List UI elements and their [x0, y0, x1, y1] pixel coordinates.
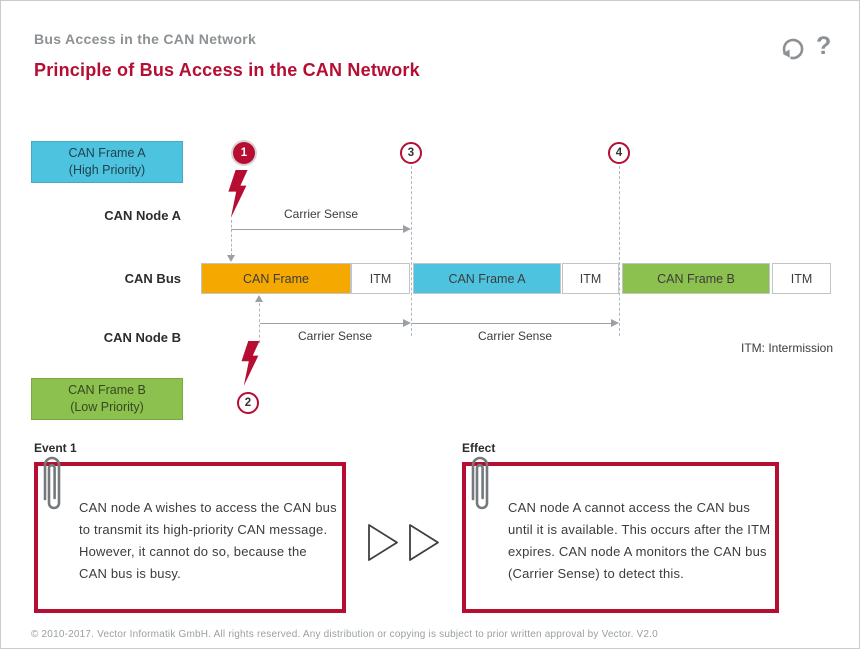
help-icon[interactable]: ?	[816, 32, 832, 60]
breadcrumb: Bus Access in the CAN Network	[34, 31, 257, 47]
arrowhead-up-icon	[255, 295, 263, 302]
guide-line-marker-3	[411, 166, 412, 336]
effect-callout-box	[462, 462, 779, 613]
page-title: Principle of Bus Access in the CAN Netwo…	[34, 60, 420, 80]
carrier-sense-label-a: Carrier Sense	[283, 207, 359, 221]
carrier-sense-line-b2	[412, 323, 612, 324]
event-callout-text: CAN node A wishes to access the CAN bus …	[79, 500, 337, 581]
marker-4[interactable]: 4	[608, 142, 630, 164]
lightning-bolt-node-a	[228, 170, 248, 218]
legend-b-line1: CAN Frame B	[68, 383, 146, 397]
bus-segment-can-frame-a: CAN Frame A	[413, 263, 561, 294]
effect-heading: Effect	[462, 441, 496, 455]
carrier-sense-label-b1: Carrier Sense	[297, 329, 373, 343]
paperclip-icon	[43, 456, 61, 510]
copyright-footer: © 2010-2017. Vector Informatik GmbH. All…	[31, 629, 658, 640]
marker-2[interactable]: 2	[237, 392, 259, 414]
effect-callout-text: CAN node A cannot access the CAN bus unt…	[508, 500, 771, 581]
carrier-sense-line-a	[231, 229, 404, 230]
lightning-bolt-node-b	[241, 341, 260, 386]
carrier-sense-arrowhead-a	[403, 225, 411, 233]
bus-segment-itm-3: ITM	[772, 263, 831, 294]
legend-b-line2: (Low Priority)	[70, 400, 144, 414]
label-can-node-a: CAN Node A	[104, 208, 181, 223]
event-callout-box	[34, 462, 346, 613]
bus-segment-can-frame-b: CAN Frame B	[622, 263, 770, 294]
bus-segment-can-frame: CAN Frame	[201, 263, 351, 294]
paperclip-icon	[471, 456, 489, 510]
restart-icon[interactable]	[780, 36, 806, 62]
itm-abbreviation-note: ITM: Intermission	[740, 341, 833, 355]
carrier-sense-label-b2: Carrier Sense	[477, 329, 553, 343]
guide-line-node-b	[259, 298, 260, 343]
carrier-sense-line-b1	[260, 323, 404, 324]
guide-line-marker-4	[619, 166, 620, 336]
label-can-bus: CAN Bus	[124, 271, 181, 286]
legend-can-frame-a: CAN Frame A (High Priority)	[31, 141, 183, 183]
legend-can-frame-b: CAN Frame B (Low Priority)	[31, 378, 183, 420]
arrowhead-down-icon	[227, 255, 235, 262]
legend-a-line1: CAN Frame A	[68, 146, 146, 160]
legend-a-line2: (High Priority)	[68, 163, 146, 177]
bus-segment-itm-1: ITM	[351, 263, 410, 294]
carrier-sense-arrowhead-b2	[611, 319, 619, 327]
label-can-node-b: CAN Node B	[103, 330, 181, 345]
guide-line-node-a	[231, 220, 232, 256]
bus-segment-itm-2: ITM	[562, 263, 619, 294]
marker-3[interactable]: 3	[400, 142, 422, 164]
next-arrows-icon[interactable]	[366, 522, 446, 564]
carrier-sense-arrowhead-b1	[403, 319, 411, 327]
marker-1[interactable]: 1	[233, 142, 255, 164]
event-heading: Event 1	[34, 441, 77, 455]
